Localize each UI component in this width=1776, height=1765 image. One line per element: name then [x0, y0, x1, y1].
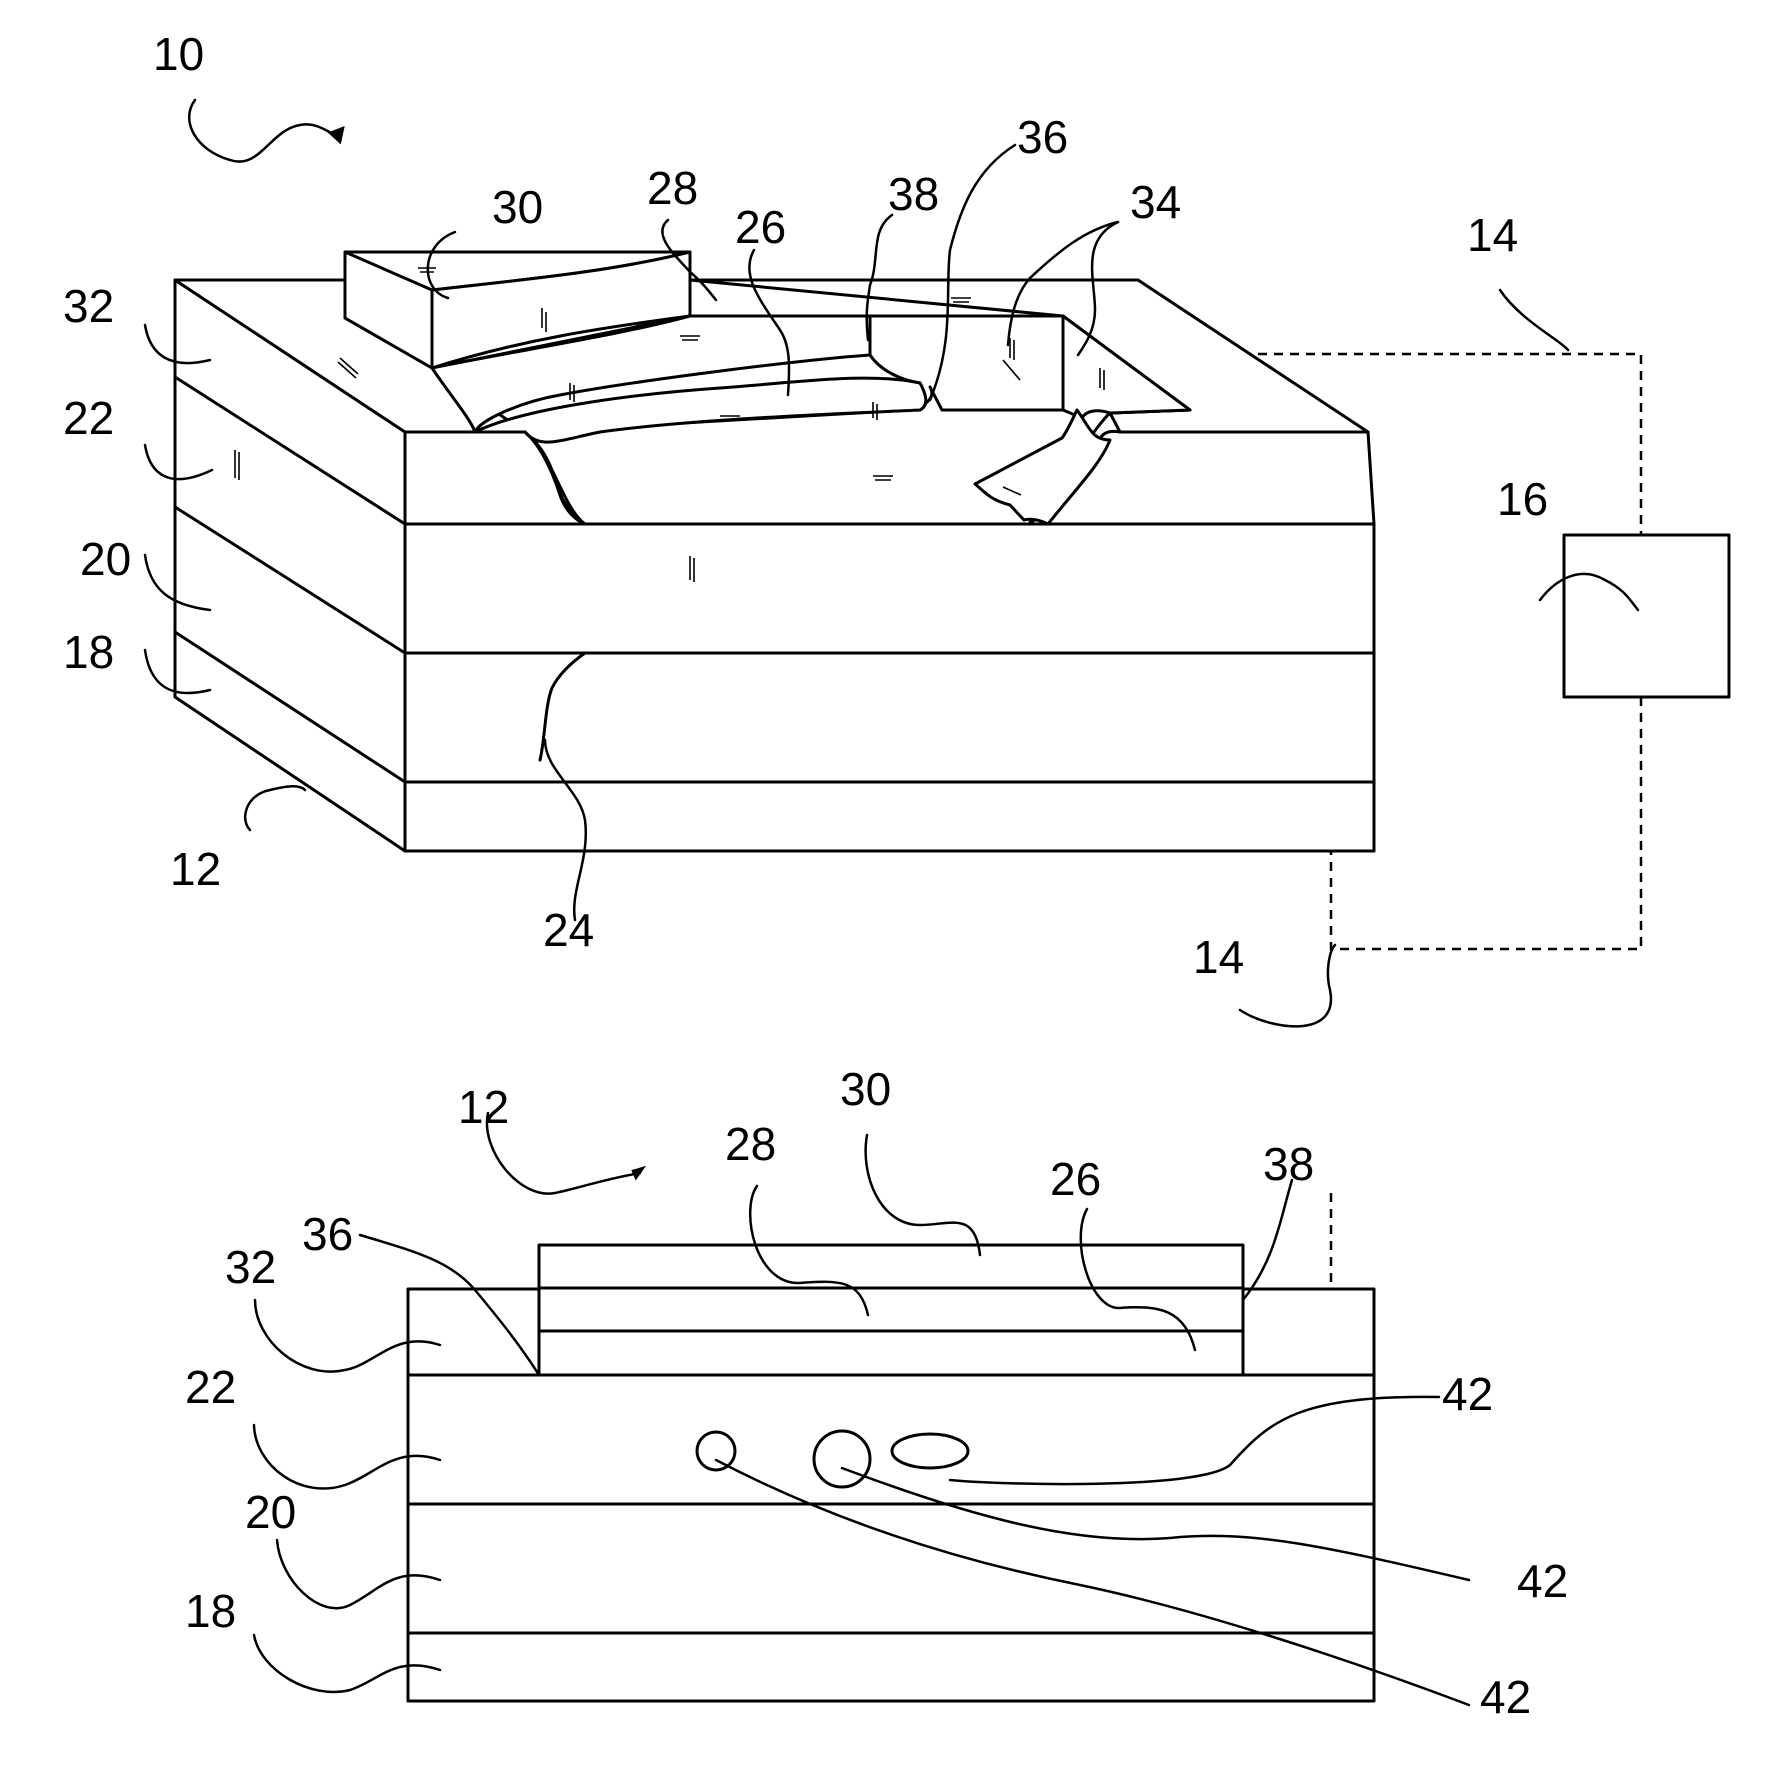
label-32-bottom: 32 [225, 1241, 276, 1293]
label-14-lower: 14 [1193, 931, 1244, 983]
label-18-top: 18 [63, 626, 114, 678]
label-30-bottom: 30 [840, 1063, 891, 1115]
label-26-top: 26 [735, 201, 786, 253]
bottom-layer-28 [539, 1288, 1243, 1331]
label-10: 10 [153, 28, 204, 80]
label-42-a: 42 [1442, 1368, 1493, 1420]
label-24: 24 [543, 904, 594, 956]
bottom-layer-32-right [1243, 1289, 1374, 1375]
bottom-layer-30 [539, 1245, 1243, 1288]
bottom-layer-32-left [408, 1289, 539, 1375]
label-38-bottom: 38 [1263, 1138, 1314, 1190]
controller-box [1564, 535, 1729, 697]
label-22-bottom: 22 [185, 1361, 236, 1413]
label-12-bottom: 12 [458, 1081, 509, 1133]
bottom-figure: 12 30 28 26 38 36 32 22 20 18 42 42 42 [185, 1063, 1568, 1723]
label-26-bottom: 26 [1050, 1153, 1101, 1205]
top-figure: 10 30 28 26 38 36 34 14 16 32 22 20 18 1… [63, 28, 1729, 1026]
label-32-top: 32 [63, 280, 114, 332]
label-34-top: 34 [1130, 176, 1181, 228]
label-14-upper: 14 [1467, 209, 1518, 261]
label-22-top: 22 [63, 392, 114, 444]
label-28-top: 28 [647, 162, 698, 214]
label-30-top: 30 [492, 181, 543, 233]
label-36-top: 36 [1017, 111, 1068, 163]
front-layer-18 [405, 782, 1374, 851]
label-18-bottom: 18 [185, 1585, 236, 1637]
bottom-layer-18 [408, 1633, 1374, 1701]
bottom-layer-26 [539, 1331, 1243, 1375]
label-28-bottom: 28 [725, 1118, 776, 1170]
label-12-top: 12 [170, 843, 221, 895]
label-38-top: 38 [888, 168, 939, 220]
label-20-bottom: 20 [245, 1486, 296, 1538]
particle-medium [814, 1431, 870, 1487]
label-16: 16 [1497, 473, 1548, 525]
front-layer-22 [405, 524, 1374, 653]
particle-small [697, 1432, 735, 1470]
dashed-connection-lower [1331, 697, 1641, 949]
label-36-bottom: 36 [302, 1208, 353, 1260]
label-42-c: 42 [1480, 1671, 1531, 1723]
particle-oval [892, 1434, 968, 1468]
label-42-b: 42 [1517, 1555, 1568, 1607]
bottom-layer-20 [408, 1504, 1374, 1633]
label-20-top: 20 [80, 533, 131, 585]
